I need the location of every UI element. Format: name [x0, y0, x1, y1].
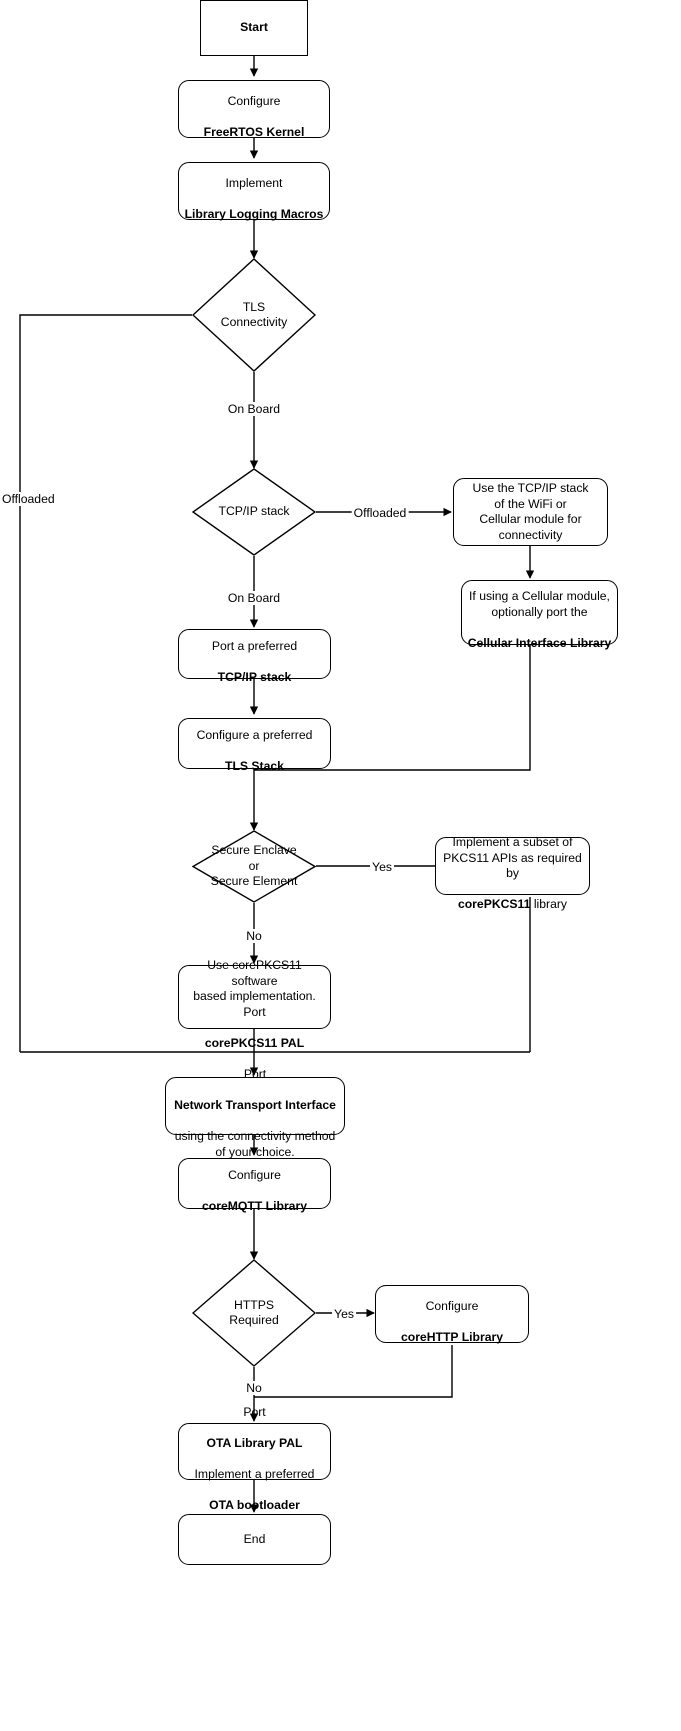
edge-corehttp-merge	[254, 1345, 453, 1398]
edge-label-tcpip-offloaded: Offloaded	[351, 506, 409, 520]
node-secure-enclave-label: Secure Enclave or Secure Element	[210, 843, 298, 889]
node-use-corepkcs11-pal[interactable]: Use corePKCS11 software based implementa…	[178, 958, 331, 1050]
node-tls-connectivity-label: TLS Connectivity	[220, 299, 288, 330]
node-end[interactable]: End	[178, 1514, 331, 1565]
edge-cellular-merge	[254, 645, 531, 771]
node-pkcs11subset-line2: corePKCS11	[457, 897, 531, 911]
node-logging-line1: Implement	[225, 175, 283, 190]
diamond-shape	[192, 830, 316, 903]
edge-label-tcpip-onboard: On Board	[225, 591, 283, 605]
node-corehttp-line2: coreHTTP Library	[400, 1329, 504, 1344]
node-implement-pkcs11-subset[interactable]: Implement a subset of PKCS11 APIs as req…	[435, 835, 590, 911]
node-tcpip-stack[interactable]: TCP/IP stack	[192, 468, 316, 556]
node-coremqtt-line1: Configure	[228, 1168, 281, 1182]
edge-label-tls-onboard: On Board	[225, 402, 283, 416]
node-kernel-line2: FreeRTOS Kernel	[203, 124, 305, 139]
node-implement-logging-macros[interactable]: Implement Library Logging Macros	[178, 162, 330, 221]
node-configure-corehttp-library[interactable]: Configure coreHTTP Library	[375, 1285, 529, 1344]
node-use-module-tcpip-stack[interactable]: Use the TCP/IP stack of the WiFi or Cell…	[453, 478, 608, 546]
node-configure-freertos-kernel[interactable]: Configure FreeRTOS Kernel	[178, 80, 330, 139]
node-logging-line2: Library Logging Macros	[184, 206, 324, 221]
node-secure-enclave-or-element[interactable]: Secure Enclave or Secure Element	[192, 830, 316, 903]
node-https-required[interactable]: HTTPS Required	[192, 1259, 316, 1367]
node-port-ota-library-pal[interactable]: Port OTA Library PAL Implement a preferr…	[178, 1405, 331, 1512]
edge-label-https-yes: Yes	[332, 1307, 356, 1321]
node-port-network-transport-interface[interactable]: Port Network Transport Interface using t…	[165, 1067, 345, 1159]
node-pkcs11subset-line3: library	[530, 897, 568, 911]
diamond-shape	[192, 468, 316, 556]
node-transport-line3: using the connectivity method of your ch…	[174, 1129, 336, 1159]
diamond-shape	[192, 1259, 316, 1367]
edge-label-tls-offloaded: Offloaded	[0, 492, 57, 506]
node-https-required-label: HTTPS Required	[229, 1297, 279, 1328]
edge-tls-offloaded-rail	[19, 314, 192, 1052]
edge-label-https-no: No	[244, 1381, 264, 1395]
node-cellular-line1: If using a Cellular module, optionally p…	[469, 589, 610, 619]
node-kernel-line1: Configure	[227, 93, 281, 108]
node-cellular-interface-library[interactable]: If using a Cellular module, optionally p…	[461, 580, 618, 650]
node-ota-line3: Implement a preferred	[194, 1467, 315, 1481]
node-tcpip-stack-label: TCP/IP stack	[218, 504, 290, 519]
node-transport-line2: Network Transport Interface	[174, 1098, 336, 1113]
node-configure-tls-stack[interactable]: Configure a preferred TLS Stack	[178, 718, 331, 773]
node-pkcs11pal-line1: Use corePKCS11 software based implementa…	[193, 958, 316, 1019]
node-end-label: End	[243, 1531, 266, 1546]
node-start[interactable]: Start	[200, 0, 308, 56]
node-pkcs11pal-line2: corePKCS11 PAL	[204, 1035, 305, 1050]
node-pkcs11subset-line1: Implement a subset of PKCS11 APIs as req…	[443, 835, 582, 880]
node-configtls-line1: Configure a preferred	[196, 728, 313, 742]
node-porttcpip-line1: Port a preferred	[211, 638, 298, 653]
node-cellular-line2: Cellular Interface Library	[467, 635, 612, 650]
edge-label-enclave-yes: Yes	[370, 860, 394, 874]
node-configure-coremqtt-library[interactable]: Configure coreMQTT Library	[178, 1158, 331, 1213]
node-start-label: Start	[240, 20, 268, 35]
node-tls-connectivity[interactable]: TLS Connectivity	[192, 258, 316, 372]
node-porttcpip-line2: TCP/IP stack	[217, 669, 292, 684]
node-transport-line1: Port	[243, 1067, 267, 1082]
edge-label-enclave-no: No	[244, 929, 264, 943]
node-coremqtt-line2: coreMQTT Library	[202, 1199, 307, 1213]
node-ota-line4: OTA bootloader	[209, 1498, 300, 1512]
node-port-tcpip-stack[interactable]: Port a preferred TCP/IP stack	[178, 629, 331, 684]
diamond-shape	[192, 258, 316, 372]
node-corehttp-line1: Configure	[425, 1298, 479, 1313]
node-configtls-line2: TLS Stack	[225, 759, 284, 773]
node-use-module-label: Use the TCP/IP stack of the WiFi or Cell…	[472, 481, 589, 542]
node-ota-line1: Port	[243, 1405, 266, 1419]
node-ota-line2: OTA Library PAL	[206, 1436, 303, 1450]
